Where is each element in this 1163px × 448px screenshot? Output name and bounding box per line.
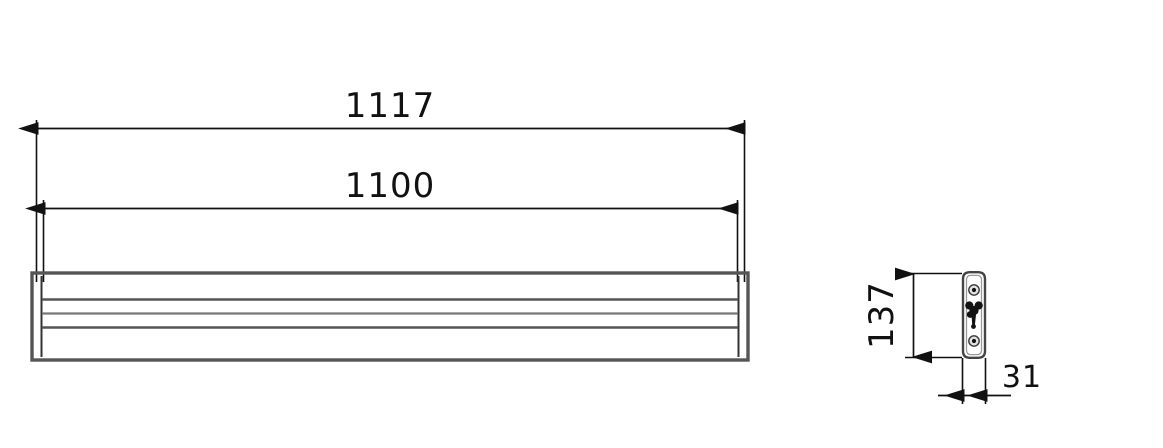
keyhole-stem [971, 313, 977, 328]
dimension-label-31: 31 [1002, 360, 1042, 395]
lower-screw-hole-center [971, 338, 977, 344]
dimension-label-137: 137 [862, 281, 902, 349]
dimension-label-1100: 1100 [345, 166, 436, 206]
lower-screw-hole [968, 335, 980, 347]
rail-body [30, 271, 750, 362]
upper-screw-hole [968, 284, 980, 296]
dimension-bracket-height: 137 [862, 267, 962, 364]
dimension-bracket-depth: 31 [938, 358, 1042, 404]
keyhole-tip [971, 324, 976, 329]
keyhole-slot [965, 301, 983, 329]
dimension-inner-length: 1100 [25, 166, 739, 215]
rail-outer-frame [30, 271, 750, 362]
dimension-overall-length: 1117 [18, 86, 746, 135]
upper-screw-hole-center [971, 287, 977, 293]
dimension-label-1117: 1117 [345, 86, 436, 126]
bracket-side-view [961, 271, 987, 359]
